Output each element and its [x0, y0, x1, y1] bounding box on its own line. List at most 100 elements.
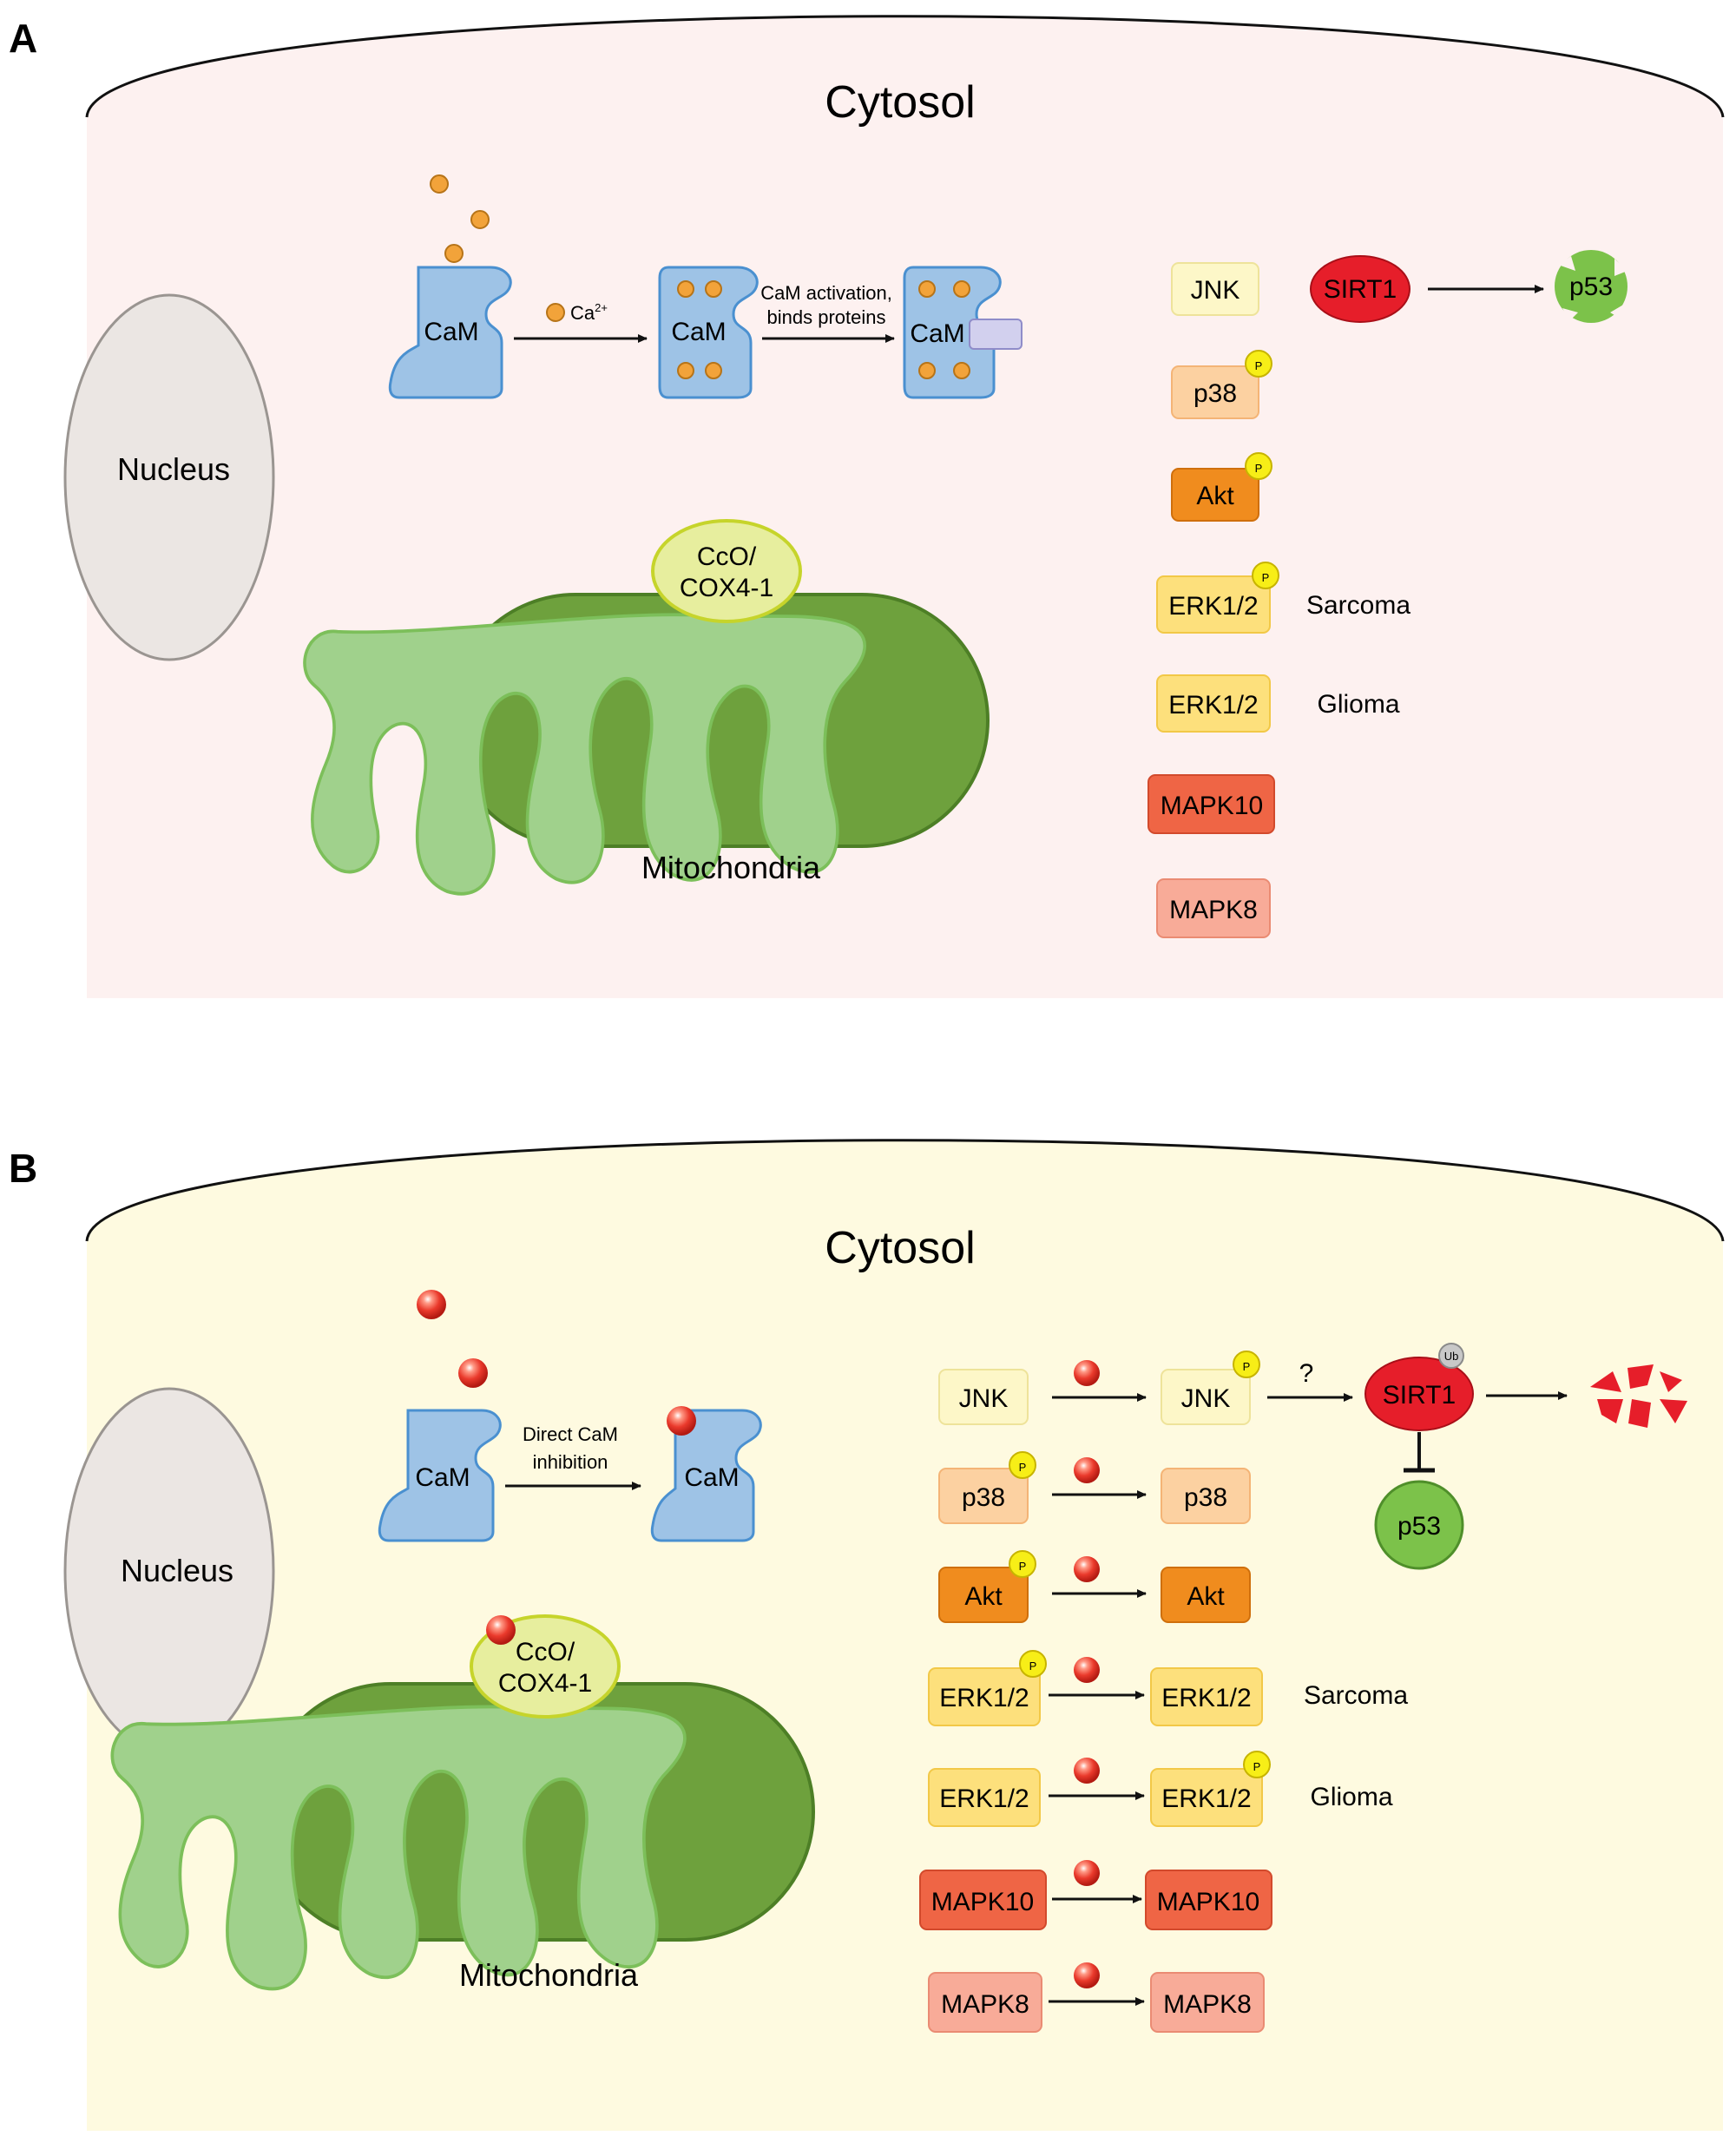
calcium-ion — [470, 210, 490, 229]
bound-calcium — [918, 280, 936, 298]
bound-calcium — [705, 362, 722, 379]
erk12-label: ERK1/2 — [1168, 691, 1258, 720]
sirt1-b — [1364, 1357, 1474, 1431]
phospho-label: P — [1243, 1360, 1251, 1373]
bound-calcium — [953, 362, 970, 379]
akt-label: Akt — [964, 1582, 1003, 1611]
mitochondria-label-b: Mitochondria — [459, 1957, 639, 1993]
panel-a: A Cytosol Nucleus CaM Ca2+ CaM CaM activ… — [9, 15, 1725, 998]
nucleus-label-b: Nucleus — [121, 1553, 233, 1588]
sirt1-label-a: SIRT1 — [1324, 275, 1397, 304]
sirt1-degraded — [1590, 1364, 1687, 1428]
degraded-fragment — [1590, 1371, 1621, 1392]
cytosol-label-b: Cytosol — [825, 1223, 975, 1273]
cam-target-protein — [969, 319, 1023, 350]
cam-activation-line1: CaM activation, — [760, 282, 892, 304]
phospho-label: P — [1029, 1660, 1037, 1673]
panel-b-letter: B — [9, 1146, 37, 1191]
erk12-sarcoma-untreated — [928, 1667, 1041, 1726]
mitochondria-label-a: Mitochondria — [641, 850, 821, 885]
degraded-fragment — [1660, 1399, 1687, 1423]
phospho-badge — [1233, 1351, 1260, 1378]
akt-label: Akt — [1187, 1582, 1225, 1611]
akt-box-untreated — [938, 1567, 1029, 1623]
p38-label: p38 — [962, 1483, 1005, 1512]
inhibitor-molecule — [458, 1358, 488, 1388]
phospho-label: P — [1255, 359, 1263, 372]
ca-label: Ca2+ — [570, 301, 608, 324]
degraded-fragment — [1628, 1364, 1654, 1389]
calmodulin-inhibited — [650, 1409, 762, 1542]
mapk8-treated — [1150, 1972, 1265, 2033]
mapk10-untreated — [919, 1870, 1047, 1930]
degraded-fragment — [1660, 1371, 1682, 1392]
jnk-label: JNK — [959, 1384, 1009, 1413]
p53-fragments — [1558, 256, 1628, 321]
phospho-badge — [1243, 1751, 1271, 1778]
inhibitor-molecule — [1074, 1457, 1100, 1483]
cam-label: CaM — [415, 1463, 470, 1492]
inhibitor-bound-cco — [486, 1615, 516, 1645]
p38-label: p38 — [1194, 379, 1237, 408]
erk12-glioma-treated — [1150, 1768, 1263, 1827]
p53-b — [1374, 1480, 1464, 1570]
degraded-fragment — [1597, 1399, 1623, 1423]
calcium-ion-legend — [546, 303, 565, 322]
cco-label-line2: COX4-1 — [498, 1669, 592, 1698]
inhibitor-molecule — [1074, 1758, 1100, 1784]
degraded-fragment — [1628, 1399, 1651, 1428]
cell-b-membrane — [85, 1139, 1725, 1242]
cam-label: CaM — [424, 318, 478, 346]
mapk8-box — [1156, 878, 1271, 938]
kinase-rows-b: JNK JNK P p38 P p38 Akt P Akt — [919, 1351, 1408, 2033]
sarcoma-label: Sarcoma — [1306, 591, 1410, 620]
phospho-label: P — [1019, 1461, 1027, 1474]
calcium-ion — [444, 244, 464, 263]
kinase-column-a: JNK p38 P Akt P ERK1/2 P Sarcoma ERK1/2 … — [1147, 262, 1410, 938]
erk12-label: ERK1/2 — [939, 1784, 1029, 1813]
erk12-sarcoma-box — [1156, 575, 1271, 634]
direct-inhibition-line1: Direct CaM — [523, 1423, 618, 1445]
mapk8-label: MAPK8 — [1163, 1990, 1252, 2019]
erk12-sarcoma-treated — [1150, 1667, 1263, 1726]
inhibitor-molecule — [1074, 1860, 1100, 1886]
cco-label-line2: COX4-1 — [680, 574, 773, 602]
p53-degraded-a: p53 — [1555, 250, 1628, 323]
phospho-label: P — [1262, 571, 1270, 584]
phospho-badge — [1009, 1550, 1036, 1578]
sarcoma-label: Sarcoma — [1304, 1681, 1408, 1710]
erk12-label: ERK1/2 — [1168, 592, 1258, 621]
mapk8-label: MAPK8 — [1169, 896, 1258, 924]
inhibitor-molecule — [1074, 1360, 1100, 1386]
phospho-badge — [1245, 350, 1272, 378]
mapk8-label: MAPK8 — [941, 1990, 1029, 2019]
phospho-badge — [1245, 452, 1272, 480]
erk12-label: ERK1/2 — [1161, 1684, 1251, 1712]
cco-label-line1: CcO/ — [697, 542, 757, 571]
ubiquitin-badge — [1438, 1343, 1464, 1369]
jnk-box-untreated — [938, 1369, 1029, 1425]
jnk-box-treated — [1161, 1369, 1251, 1425]
erk12-label: ERK1/2 — [939, 1684, 1029, 1712]
cco-cox4-1-a — [651, 519, 802, 623]
glioma-label: Glioma — [1317, 690, 1399, 719]
phospho-label: P — [1253, 1760, 1261, 1773]
jnk-box — [1171, 262, 1259, 316]
akt-label: Akt — [1196, 482, 1234, 510]
jnk-label: JNK — [1181, 1384, 1231, 1413]
p38-box-untreated — [938, 1468, 1029, 1524]
p38-box-treated — [1161, 1468, 1251, 1524]
glioma-label: Glioma — [1310, 1783, 1392, 1811]
cell-b-background — [87, 1140, 1723, 2131]
p53-label-b: p53 — [1397, 1512, 1441, 1541]
calcium-ion — [430, 174, 449, 194]
calmodulin-free — [378, 1409, 502, 1542]
phospho-badge — [1252, 562, 1279, 589]
ubiquitin-label: Ub — [1444, 1350, 1459, 1363]
phospho-badge — [1019, 1650, 1047, 1678]
calmodulin-inactive — [388, 266, 512, 399]
p38-box — [1171, 365, 1259, 419]
inhibitor-molecule — [1074, 1657, 1100, 1683]
phospho-label: P — [1255, 462, 1263, 475]
